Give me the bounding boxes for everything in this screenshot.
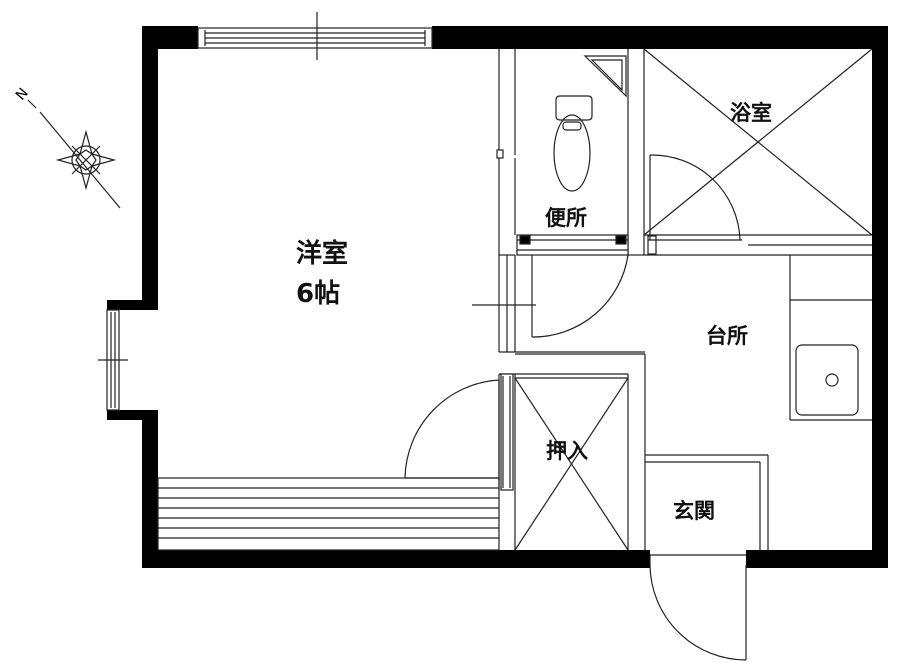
door-swings (404, 154, 747, 661)
kitchen-sink (795, 344, 859, 416)
storage-shelf (157, 477, 500, 551)
top-window (197, 12, 433, 60)
closet-cross (514, 377, 629, 551)
closet-label: 押入 (546, 439, 588, 463)
interior-walls (472, 49, 872, 550)
bathroom-cross (643, 48, 873, 236)
western-room-size-label: 6帖 (296, 279, 340, 309)
entrance-label: 玄関 (673, 499, 715, 523)
left-window (98, 309, 128, 411)
bathroom-label: 浴室 (730, 101, 772, 125)
kitchen-label: 台所 (706, 324, 748, 348)
outer-walls (107, 26, 888, 568)
compass-icon (27, 99, 121, 209)
toilet-fixture (553, 55, 627, 192)
toilet-label: 便所 (545, 206, 587, 230)
western-room-label: 洋室 (296, 238, 348, 269)
